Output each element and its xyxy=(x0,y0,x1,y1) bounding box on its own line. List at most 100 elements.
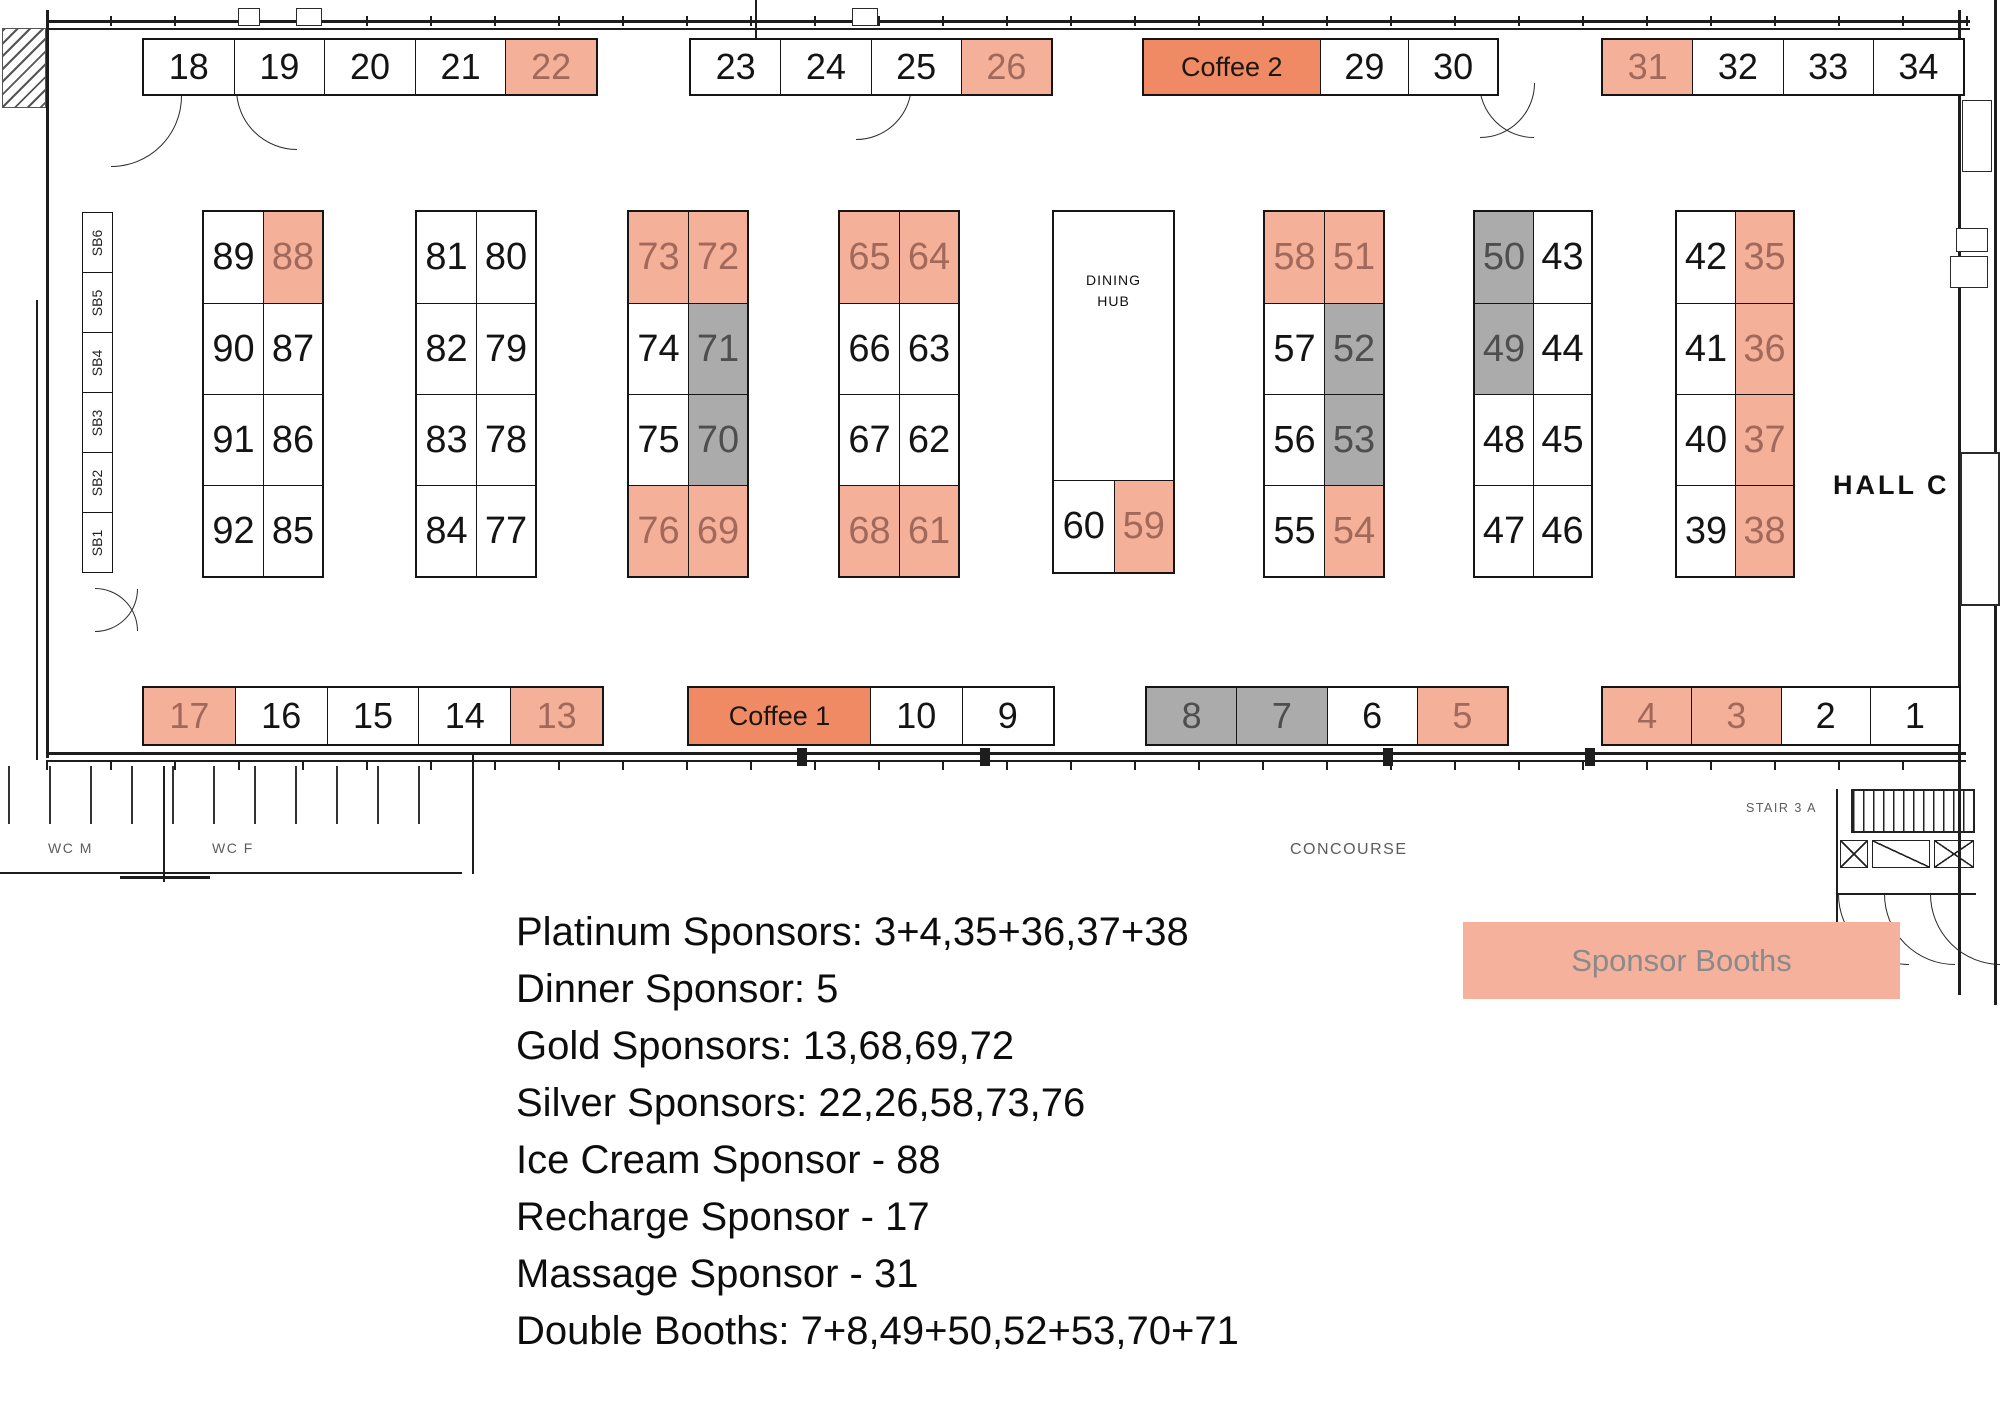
booth-87[interactable]: 87 xyxy=(263,303,322,394)
booth-69[interactable]: 69 xyxy=(688,485,747,576)
booth-51[interactable]: 51 xyxy=(1324,212,1383,303)
booth-14[interactable]: 14 xyxy=(418,688,511,744)
booth-23[interactable]: 23 xyxy=(691,40,781,94)
booth-15[interactable]: 15 xyxy=(326,688,419,744)
booth-sb2[interactable]: SB2 xyxy=(83,452,112,512)
booth-18[interactable]: 18 xyxy=(144,40,234,94)
booth-34[interactable]: 34 xyxy=(1872,40,1963,94)
booth-6[interactable]: 6 xyxy=(1326,688,1417,744)
booth-77[interactable]: 77 xyxy=(476,485,535,576)
booth-78[interactable]: 78 xyxy=(476,394,535,485)
booth-29[interactable]: 29 xyxy=(1319,40,1409,94)
dining-hub-label: DINING HUB xyxy=(1086,272,1141,309)
booth-47[interactable]: 47 xyxy=(1475,485,1533,576)
booth-22[interactable]: 22 xyxy=(505,40,596,94)
booth-39[interactable]: 39 xyxy=(1677,485,1735,576)
booth-72[interactable]: 72 xyxy=(688,212,747,303)
booth-57[interactable]: 57 xyxy=(1265,303,1324,394)
booth-44[interactable]: 44 xyxy=(1533,303,1591,394)
booth-74[interactable]: 74 xyxy=(629,303,688,394)
booth-5[interactable]: 5 xyxy=(1416,688,1507,744)
booth-46[interactable]: 46 xyxy=(1533,485,1591,576)
booth-sb1[interactable]: SB1 xyxy=(83,512,112,572)
booth-55[interactable]: 55 xyxy=(1265,485,1324,576)
booth-10[interactable]: 10 xyxy=(870,688,962,744)
booth-64[interactable]: 64 xyxy=(899,212,958,303)
booth-sb4[interactable]: SB4 xyxy=(83,332,112,392)
booth-30[interactable]: 30 xyxy=(1408,40,1497,94)
booth-71[interactable]: 71 xyxy=(688,303,747,394)
booth-3[interactable]: 3 xyxy=(1691,688,1781,744)
booth-41[interactable]: 41 xyxy=(1677,303,1735,394)
booth-20[interactable]: 20 xyxy=(324,40,415,94)
booth-52[interactable]: 52 xyxy=(1324,303,1383,394)
booth-54[interactable]: 54 xyxy=(1324,485,1383,576)
booth-36[interactable]: 36 xyxy=(1735,303,1793,394)
booth-82[interactable]: 82 xyxy=(417,303,476,394)
booth-1[interactable]: 1 xyxy=(1869,688,1959,744)
booth-65[interactable]: 65 xyxy=(840,212,899,303)
booth-7[interactable]: 7 xyxy=(1236,688,1327,744)
booth-56[interactable]: 56 xyxy=(1265,394,1324,485)
booth-33[interactable]: 33 xyxy=(1782,40,1873,94)
booth-37[interactable]: 37 xyxy=(1735,394,1793,485)
booth-16[interactable]: 16 xyxy=(234,688,327,744)
booth-75[interactable]: 75 xyxy=(629,394,688,485)
coffee-station-2[interactable]: Coffee 2 xyxy=(1144,40,1320,94)
booth-79[interactable]: 79 xyxy=(476,303,535,394)
booth-sb5[interactable]: SB5 xyxy=(83,272,112,332)
booth-43[interactable]: 43 xyxy=(1533,212,1591,303)
booth-62[interactable]: 62 xyxy=(899,394,958,485)
booth-13[interactable]: 13 xyxy=(510,688,602,744)
booth-21[interactable]: 21 xyxy=(414,40,506,94)
wall-left-outer xyxy=(36,300,38,760)
booth-63[interactable]: 63 xyxy=(899,303,958,394)
booth-4[interactable]: 4 xyxy=(1603,688,1692,744)
booth-70[interactable]: 70 xyxy=(688,394,747,485)
booth-90[interactable]: 90 xyxy=(204,303,263,394)
booth-83[interactable]: 83 xyxy=(417,394,476,485)
booth-42[interactable]: 42 xyxy=(1677,212,1735,303)
booth-58[interactable]: 58 xyxy=(1265,212,1324,303)
booth-26[interactable]: 26 xyxy=(960,40,1051,94)
booth-61[interactable]: 61 xyxy=(899,485,958,576)
booth-40[interactable]: 40 xyxy=(1677,394,1735,485)
booth-86[interactable]: 86 xyxy=(263,394,322,485)
booth-67[interactable]: 67 xyxy=(840,394,899,485)
booth-60[interactable]: 60 xyxy=(1054,481,1114,572)
booth-32[interactable]: 32 xyxy=(1692,40,1783,94)
booth-sb3[interactable]: SB3 xyxy=(83,392,112,452)
booth-91[interactable]: 91 xyxy=(204,394,263,485)
booth-9[interactable]: 9 xyxy=(961,688,1053,744)
legend-line: Gold Sponsors: 13,68,69,72 xyxy=(516,1024,1015,1068)
booth-66[interactable]: 66 xyxy=(840,303,899,394)
booth-2[interactable]: 2 xyxy=(1780,688,1870,744)
booth-19[interactable]: 19 xyxy=(233,40,325,94)
booth-84[interactable]: 84 xyxy=(417,485,476,576)
booth-8[interactable]: 8 xyxy=(1147,688,1237,744)
booth-73[interactable]: 73 xyxy=(629,212,688,303)
booth-31[interactable]: 31 xyxy=(1603,40,1693,94)
booth-50[interactable]: 50 xyxy=(1475,212,1533,303)
booth-88[interactable]: 88 xyxy=(263,212,322,303)
booth-59[interactable]: 59 xyxy=(1113,481,1173,572)
booth-85[interactable]: 85 xyxy=(263,485,322,576)
booth-53[interactable]: 53 xyxy=(1324,394,1383,485)
booth-17[interactable]: 17 xyxy=(144,688,235,744)
booth-25[interactable]: 25 xyxy=(870,40,961,94)
booth-80[interactable]: 80 xyxy=(476,212,535,303)
booth-sb6[interactable]: SB6 xyxy=(83,213,112,272)
booth-92[interactable]: 92 xyxy=(204,485,263,576)
booth-68[interactable]: 68 xyxy=(840,485,899,576)
booth-49[interactable]: 49 xyxy=(1475,303,1533,394)
booth-24[interactable]: 24 xyxy=(780,40,871,94)
booth-76[interactable]: 76 xyxy=(629,485,688,576)
coffee-station-1[interactable]: Coffee 1 xyxy=(689,688,870,744)
booth-81[interactable]: 81 xyxy=(417,212,476,303)
booth-48[interactable]: 48 xyxy=(1475,394,1533,485)
booth-45[interactable]: 45 xyxy=(1533,394,1591,485)
booth-38[interactable]: 38 xyxy=(1735,485,1793,576)
booth-89[interactable]: 89 xyxy=(204,212,263,303)
booth-35[interactable]: 35 xyxy=(1735,212,1793,303)
